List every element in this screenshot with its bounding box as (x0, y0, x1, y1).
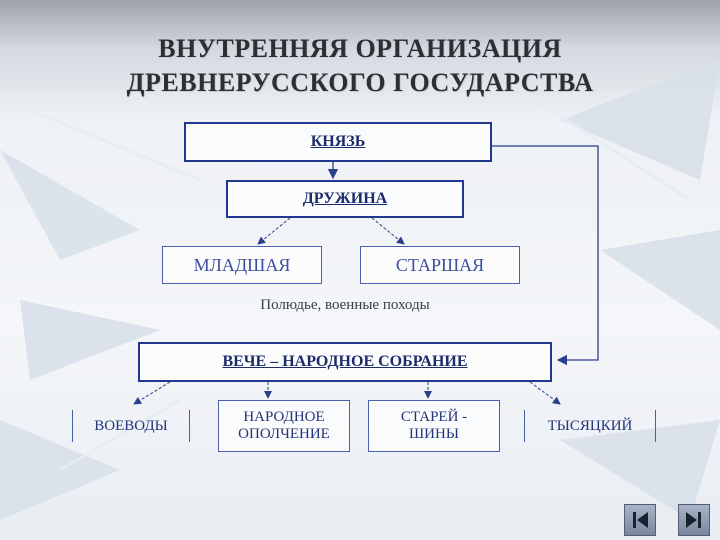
tysyatsky-label: ТЫСЯЦКИЙ (547, 417, 633, 434)
previous-slide-button[interactable] (624, 504, 656, 536)
prince-label: КНЯЗЬ (310, 133, 366, 150)
druzhina-label: ДРУЖИНА (302, 190, 388, 207)
prince-box: КНЯЗЬ (184, 122, 492, 162)
elders-label-line-1: СТАРЕЙ - (400, 409, 468, 425)
junior-druzhina-label: МЛАДШАЯ (193, 255, 291, 275)
title-line-1: ВНУТРЕННЯЯ ОРГАНИЗАЦИЯ (158, 34, 562, 63)
militia-label-line-2: ОПОЛЧЕНИЕ (238, 426, 330, 442)
druzhina-box: ДРУЖИНА (226, 180, 464, 218)
title-line-2: ДРЕВНЕРУССКОГО ГОСУДАРСТВА (126, 68, 594, 97)
senior-druzhina-label: СТАРШАЯ (395, 255, 485, 275)
skip-to-end-icon (686, 512, 701, 528)
junior-druzhina-box: МЛАДШАЯ (162, 246, 322, 284)
skip-to-start-icon (633, 512, 648, 528)
next-slide-button[interactable] (678, 504, 710, 536)
veche-box: ВЕЧЕ – НАРОДНОЕ СОБРАНИЕ (138, 342, 552, 382)
veche-label: ВЕЧЕ – НАРОДНОЕ СОБРАНИЕ (222, 353, 468, 370)
elders-box: СТАРЕЙ - ШИНЫ (368, 400, 500, 452)
elders-label-line-2: ШИНЫ (409, 426, 459, 442)
militia-label-line-1: НАРОДНОЕ (243, 409, 325, 425)
slide-title: ВНУТРЕННЯЯ ОРГАНИЗАЦИЯ ДРЕВНЕРУССКОГО ГО… (0, 32, 720, 100)
tysyatsky-node: ТЫСЯЦКИЙ (524, 410, 656, 442)
voevody-label: ВОЕВОДЫ (94, 417, 168, 434)
voevody-node: ВОЕВОДЫ (72, 410, 190, 442)
senior-druzhina-box: СТАРШАЯ (360, 246, 520, 284)
militia-box: НАРОДНОЕ ОПОЛЧЕНИЕ (218, 400, 350, 452)
druzhina-note: Полюдье, военные походы (260, 297, 430, 313)
